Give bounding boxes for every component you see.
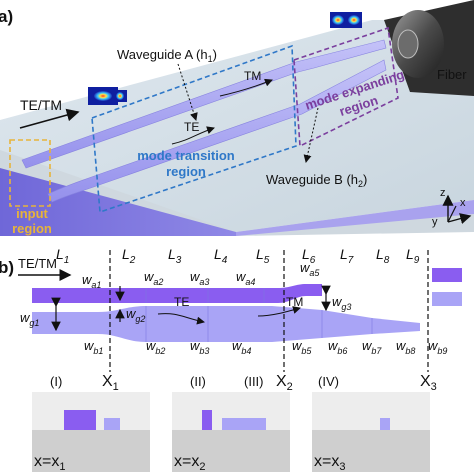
length-label-9: L9: [406, 246, 420, 266]
cross-section-position-3: x=x3: [314, 453, 345, 473]
cross-section-roman-3: (III): [244, 374, 264, 389]
length-label-4: L4: [214, 246, 228, 266]
waveguide-b-pointer: [303, 107, 319, 163]
waveguide-a-label: Waveguide A (h1): [117, 47, 217, 64]
axes-icon: [442, 194, 472, 224]
cross-section-box-1: [32, 392, 150, 472]
legend-swatch-waveguide-b: [432, 292, 462, 306]
input-mode-label: TE/TM: [20, 97, 62, 113]
lower-width-label-7: wb7: [362, 338, 382, 356]
length-label-7: L7: [340, 246, 354, 266]
length-label-3: L3: [168, 246, 182, 266]
input-mode-label-b: TE/TM: [18, 256, 57, 271]
tm-arrow-b: [257, 306, 301, 317]
fiber-label: Fiber: [437, 67, 467, 82]
input-region-label-line1: input: [16, 206, 48, 221]
lower-waveguide: [32, 306, 420, 342]
lower-width-label-8: wb8: [396, 338, 415, 356]
waveguide-b: [47, 59, 387, 203]
gap-label-1: wg1: [20, 310, 39, 328]
upper-width-label-4: wa4: [236, 269, 255, 287]
cross-section-box-3: [312, 392, 430, 472]
length-label-8: L8: [376, 246, 390, 266]
cross-section-1-waveguide-1: [64, 410, 96, 430]
upper-width-label-5: wa5: [300, 260, 320, 278]
panel-a-label: a): [0, 7, 13, 26]
upper-waveguide: [32, 284, 322, 303]
cross-sections: (I) (II) (III) (IV) x=x1 x=x2 x=x3: [32, 374, 430, 473]
cross-section-roman-1: (I): [50, 374, 62, 389]
lower-width-label-3: wb3: [190, 338, 209, 356]
lower-width-label-4: wb4: [232, 338, 251, 356]
mode-transition-region-box: [91, 44, 297, 214]
lower-width-label-6: wb6: [328, 338, 347, 356]
gap-label-2: wg2: [126, 306, 145, 324]
te-arrow-b: [157, 313, 205, 325]
cross-section-position-2: x=x2: [174, 453, 205, 473]
lower-width-label-9: wb9: [428, 338, 447, 356]
mode-thumbnail-output: [330, 12, 362, 28]
gap-label-3: wg3: [332, 294, 351, 312]
cross-section-roman-4: (IV): [318, 374, 339, 389]
position-label-x3: x3: [420, 373, 437, 393]
length-label-1: L1: [56, 246, 69, 266]
upper-width-label-2: wa2: [144, 269, 163, 287]
panel-a: Fiber a) Waveguide A (h1) Waveguide B (h…: [0, 0, 474, 236]
input-arrow: [19, 108, 80, 129]
te-arrow: [171, 126, 215, 145]
transition-region-label-line2: region: [166, 164, 206, 179]
axis-z-label: z: [440, 187, 446, 199]
substrate-layer: [0, 168, 236, 236]
position-label-x1: x1: [102, 373, 119, 393]
lower-width-label-2: wb2: [146, 338, 165, 356]
tm-label: TM: [244, 69, 261, 83]
cross-section-3-waveguide-1: [380, 418, 390, 430]
lower-width-label-1: wb1: [84, 338, 103, 356]
length-label-2: L2: [122, 246, 136, 266]
input-region-label-line2: region: [12, 221, 52, 236]
cross-section-roman-2: (II): [190, 374, 206, 389]
segment-dividers: [145, 288, 373, 342]
waveguide-b-label: Waveguide B (h2): [266, 172, 367, 189]
transition-region-label-line1: mode transition: [137, 148, 235, 163]
axis-x-label: x: [460, 197, 466, 209]
position-label-x2: x2: [276, 373, 293, 393]
mode-thumbnail-input: [88, 87, 127, 105]
length-label-6: L6: [302, 246, 316, 266]
substrate-layer-front: [236, 200, 474, 236]
tm-label-b: TM: [286, 295, 303, 309]
cross-section-box-2: [172, 392, 290, 472]
length-label-5: L5: [256, 246, 270, 266]
panel-b: b) TE/TM TE TM: [0, 246, 462, 473]
mode-expanding-region-box: [293, 26, 399, 148]
fiber: [384, 0, 474, 96]
cross-section-1-waveguide-2: [104, 418, 120, 430]
te-label-b: TE: [174, 295, 189, 309]
panel-b-label: b): [0, 258, 14, 277]
cross-section-position-1: x=x1: [34, 453, 65, 473]
waveguide-a-pointer: [177, 63, 198, 121]
te-label: TE: [184, 120, 199, 134]
cross-section-2-waveguide-2: [222, 418, 266, 430]
legend-swatch-waveguide-a: [432, 268, 462, 282]
input-region-box: [9, 139, 51, 207]
lower-width-label-5: wb5: [292, 338, 312, 356]
tm-arrow: [219, 78, 273, 97]
upper-width-label-3: wa3: [190, 269, 209, 287]
cross-section-2-waveguide-1: [202, 410, 212, 430]
upper-width-label-1: wa1: [82, 272, 101, 290]
axis-y-label: y: [432, 216, 438, 228]
